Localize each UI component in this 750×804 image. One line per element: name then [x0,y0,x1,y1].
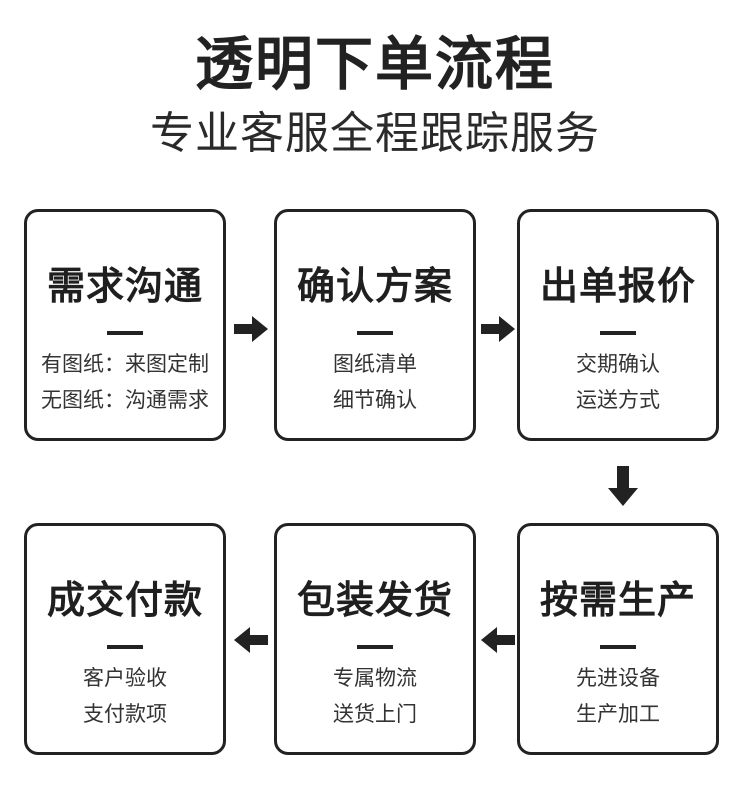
step-title: 需求沟通 [46,264,203,308]
step-card-confirm-plan: 确认方案 图纸清单 细节确认 [274,209,476,441]
arrow-right-icon [234,316,268,342]
step-detail: 专属物流 [333,666,417,690]
step-divider [357,331,393,335]
step-divider [600,645,636,649]
step-detail: 客户验收 [83,666,167,690]
step-card-production: 按需生产 先进设备 生产加工 [517,523,719,755]
step-title: 出单报价 [539,264,696,308]
step-detail: 送货上门 [333,702,417,726]
step-detail: 无图纸：沟通需求 [41,388,209,412]
step-detail: 运送方式 [576,388,660,412]
step-detail: 图纸清单 [333,352,417,376]
step-card-payment: 成交付款 客户验收 支付款项 [24,523,226,755]
step-divider [357,645,393,649]
arrow-left-icon [481,627,515,653]
arrow-down-icon [608,466,638,506]
step-title: 确认方案 [296,264,453,308]
step-card-quotation: 出单报价 交期确认 运送方式 [517,209,719,441]
step-divider [107,645,143,649]
step-title: 按需生产 [539,578,696,622]
step-card-needs-communication: 需求沟通 有图纸：来图定制 无图纸：沟通需求 [24,209,226,441]
step-divider [600,331,636,335]
step-divider [107,331,143,335]
step-card-packing-shipping: 包装发货 专属物流 送货上门 [274,523,476,755]
page-subtitle: 专业客服全程跟踪服务 [150,108,600,159]
step-detail: 有图纸：来图定制 [41,352,209,376]
page-title: 透明下单流程 [194,30,555,98]
arrow-right-icon [481,316,515,342]
arrow-left-icon [234,627,268,653]
step-title: 成交付款 [46,578,203,622]
step-detail: 先进设备 [576,666,660,690]
step-detail: 支付款项 [83,702,167,726]
step-detail: 交期确认 [576,352,660,376]
step-title: 包装发货 [296,578,453,622]
step-detail: 细节确认 [333,388,417,412]
step-detail: 生产加工 [576,702,660,726]
